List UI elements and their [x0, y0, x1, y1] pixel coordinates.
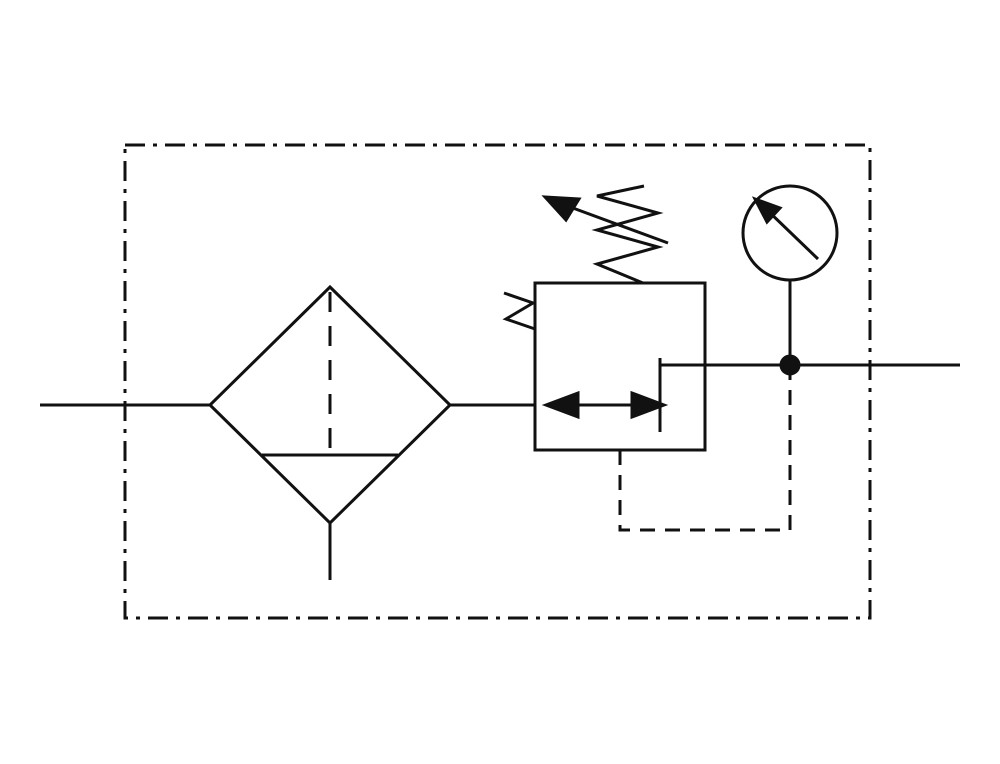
adjustment-arrowhead — [541, 195, 582, 223]
junction-dot — [779, 354, 801, 376]
pilot-feedback-dashed-line — [618, 374, 792, 532]
gauge-needle-arrowhead — [751, 196, 783, 225]
regulator-flow-arrowhead-right — [630, 390, 669, 420]
regulator-flow-arrowhead-left — [541, 390, 580, 420]
assembly-boundary-box — [123, 143, 872, 620]
adjustment-arrow-shaft — [561, 202, 669, 245]
regulator-adjustment-spring — [591, 184, 664, 285]
gauge-needle-shaft — [764, 207, 820, 261]
relief-spring — [502, 291, 537, 331]
